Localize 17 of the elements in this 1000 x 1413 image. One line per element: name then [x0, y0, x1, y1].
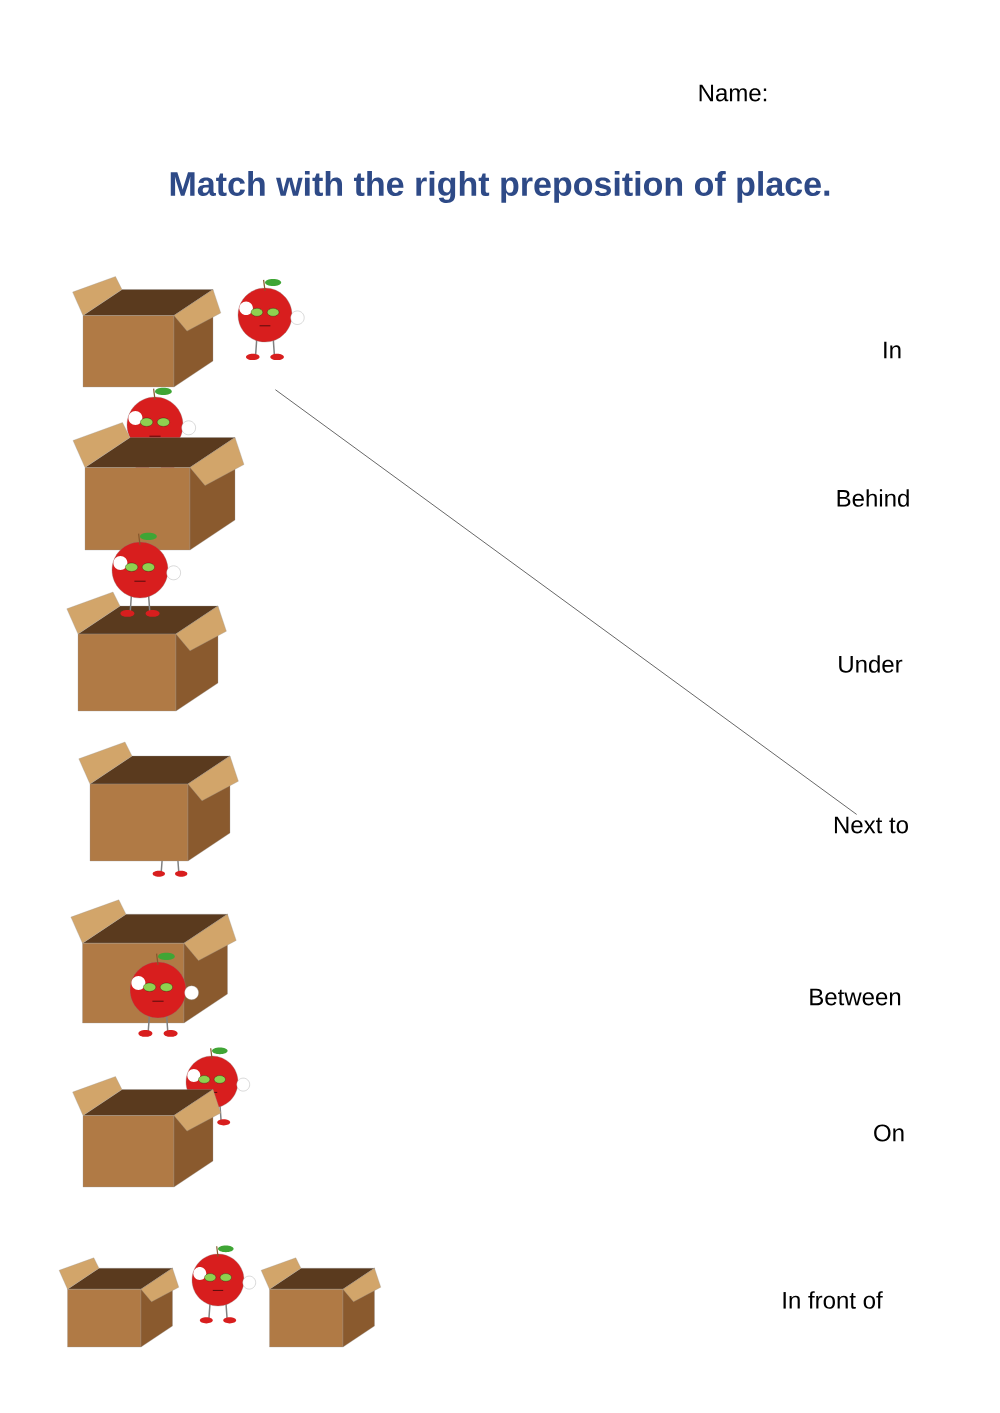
box-apple-drawing	[70, 899, 237, 1037]
box-apple-drawing	[72, 387, 245, 551]
box-apple-drawing	[78, 741, 239, 877]
word-label: In	[884, 341, 901, 359]
box-apple-drawing	[72, 276, 305, 388]
word-label: Between	[810, 988, 901, 1006]
box-apple-drawing	[66, 532, 227, 712]
word-label: On	[874, 1124, 904, 1142]
matching-line	[275, 389, 857, 815]
box-apple-drawing	[72, 1047, 250, 1188]
worksheet-title: Match with the right preposition of place.	[170, 171, 830, 203]
word-label: Behind	[837, 489, 909, 507]
name-label: Name:	[699, 84, 767, 102]
word-label: Under	[839, 655, 903, 673]
box-apple-drawing	[58, 1245, 381, 1348]
word-label: In front of	[783, 1291, 883, 1309]
word-label: Next to	[834, 816, 908, 834]
